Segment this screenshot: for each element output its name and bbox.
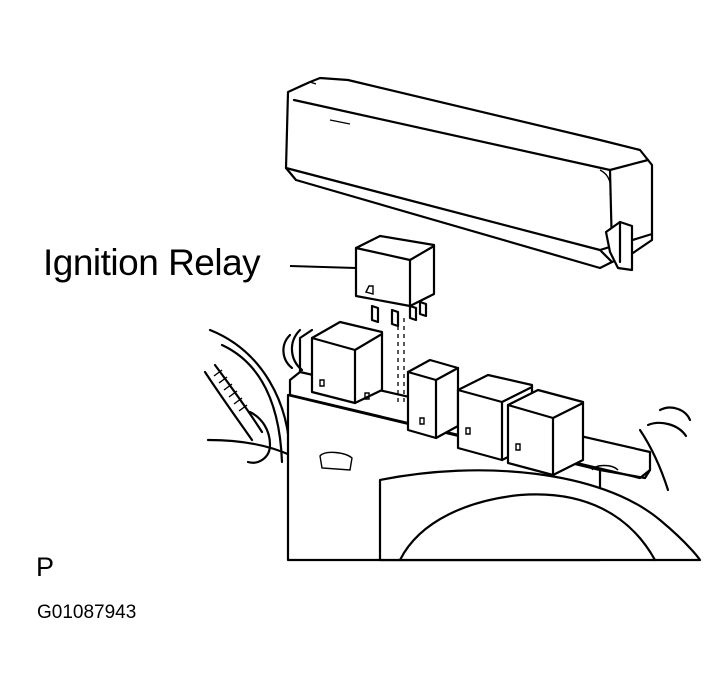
block-relay-2 xyxy=(406,358,460,440)
foreground-hose xyxy=(378,469,702,562)
right-housing xyxy=(638,406,692,492)
fuse-box-cover xyxy=(284,76,654,272)
figure-id-label: G01087943 xyxy=(37,602,137,623)
ignition-relay-label: Ignition Relay xyxy=(43,242,261,283)
callout-leader-line xyxy=(289,265,357,269)
view-letter-label: P xyxy=(36,552,55,582)
alignment-lines xyxy=(397,318,405,405)
ignition-relay xyxy=(354,234,436,328)
block-relay-4 xyxy=(506,388,585,477)
block-relay-1 xyxy=(310,320,384,405)
